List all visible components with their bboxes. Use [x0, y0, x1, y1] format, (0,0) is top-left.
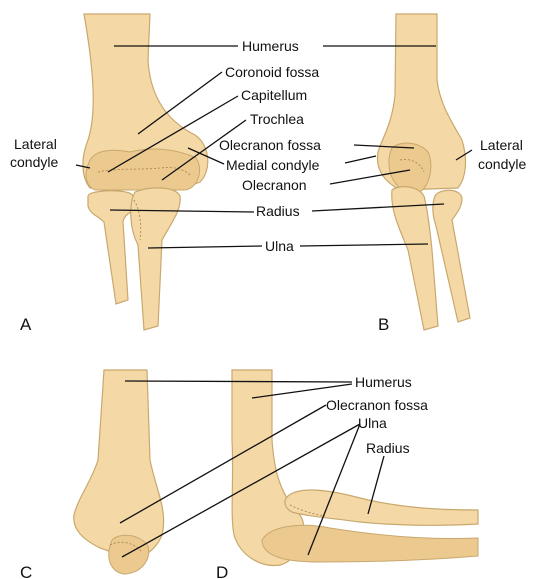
label-olecranon-fossa: Olecranon fossa: [219, 137, 321, 153]
label-radius-cd: Radius: [366, 440, 410, 456]
label-ulna-cd: Ulna: [358, 415, 387, 431]
label-lateral-condyle-left-line2: condyle: [10, 154, 58, 170]
label-coronoid-fossa: Coronoid fossa: [225, 64, 319, 80]
panel-d-ulna: [262, 525, 478, 562]
label-lateral-condyle-right-line1: Lateral: [480, 137, 523, 153]
panel-a-radius: [88, 191, 133, 304]
label-humerus-cd: Humerus: [355, 374, 412, 390]
label-medial-condyle: Medial condyle: [226, 157, 320, 173]
panel-b-ulna: [392, 187, 438, 330]
label-lateral-condyle-left-line1: Lateral: [14, 136, 57, 152]
panel-c-bones: [74, 370, 164, 574]
panel-b-bones: [377, 14, 470, 330]
label-olecranon-fossa-cd: Olecranon fossa: [326, 397, 428, 413]
label-olecranon: Olecranon: [242, 177, 307, 193]
panel-letter-d: D: [216, 563, 228, 579]
panel-c-humerus: [74, 370, 164, 558]
label-radius: Radius: [256, 203, 300, 219]
panel-b-radius: [433, 190, 470, 322]
label-ulna: Ulna: [265, 238, 294, 254]
panel-a-bones: [83, 14, 208, 330]
panel-d-radius: [285, 490, 478, 525]
label-lateral-condyle-right-line2: condyle: [478, 156, 526, 172]
panel-a-ulna: [131, 188, 181, 330]
panel-a-condyles: [86, 149, 200, 190]
panel-letter-c: C: [20, 563, 32, 579]
panel-letter-a: A: [20, 315, 32, 334]
label-trochlea: Trochlea: [250, 111, 304, 127]
panel-letter-b: B: [378, 315, 389, 334]
panel-c-ulna: [109, 535, 149, 574]
label-capitellum: Capitellum: [241, 87, 307, 103]
label-humerus: Humerus: [242, 38, 299, 54]
